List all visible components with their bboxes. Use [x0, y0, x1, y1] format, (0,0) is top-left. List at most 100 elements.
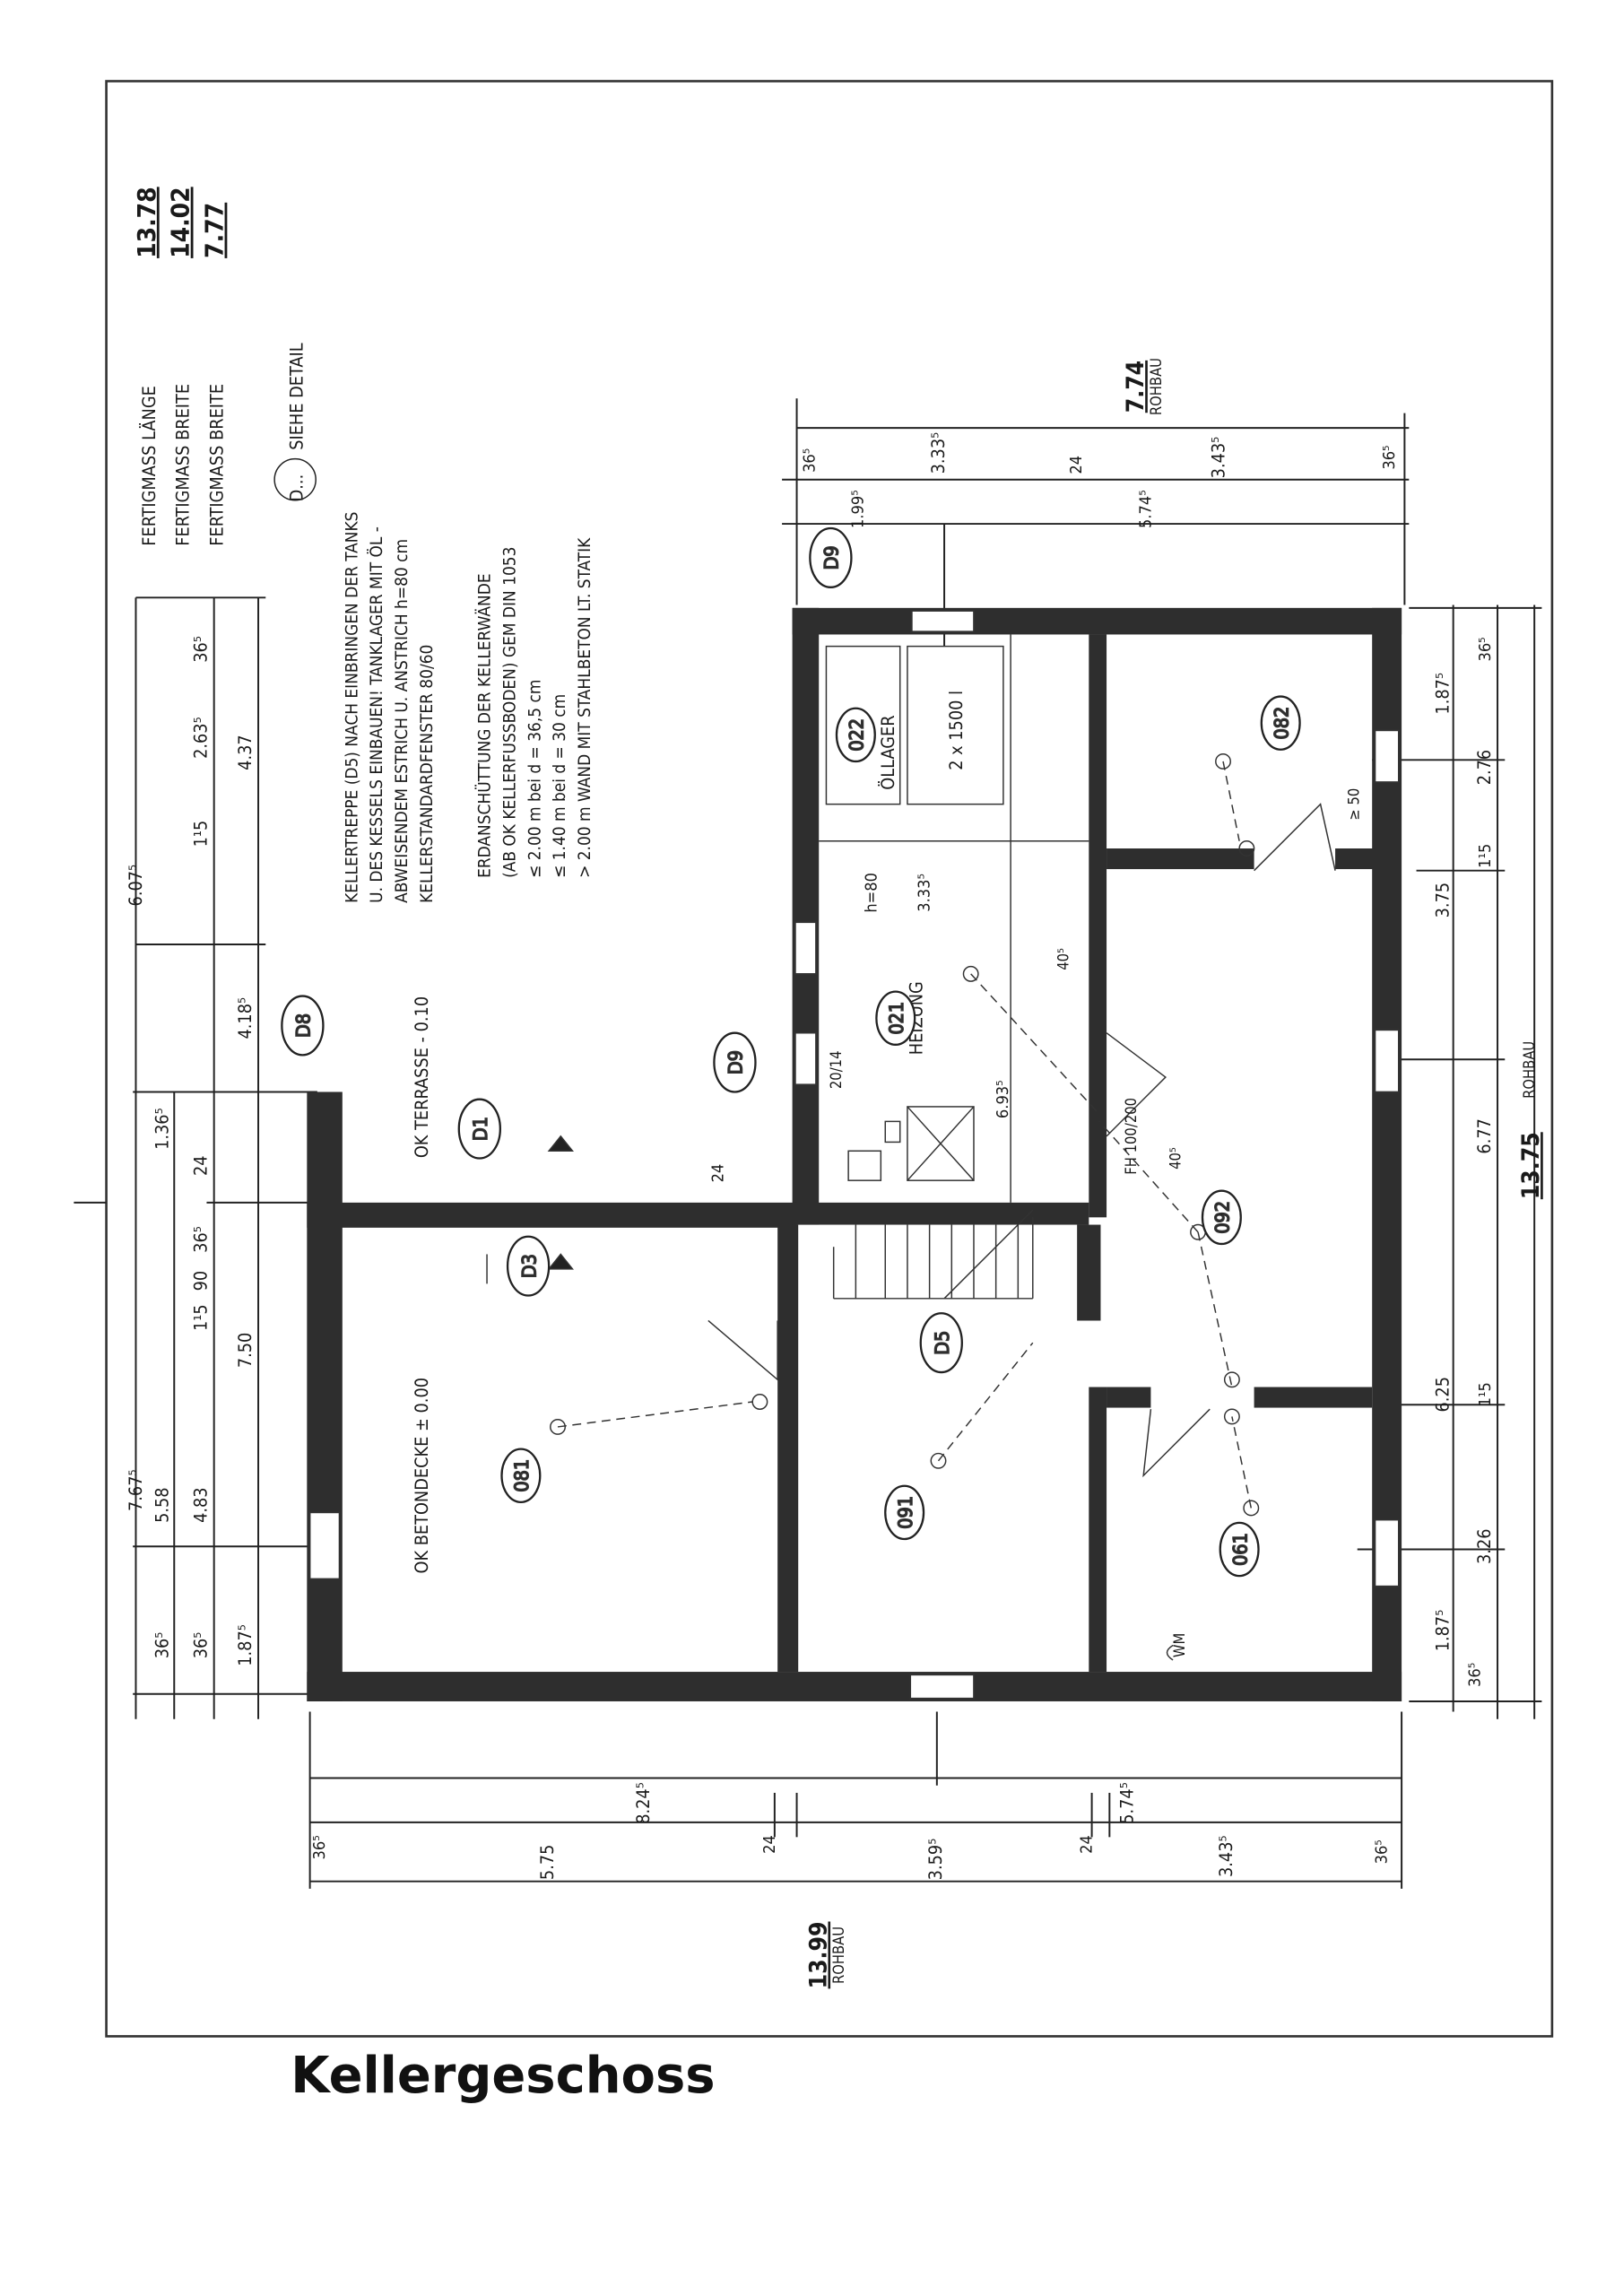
dim-right: 3.26: [1474, 1528, 1495, 1564]
dim-top: 1.99⁵: [849, 490, 868, 528]
detail-label: SIEHE DETAIL: [286, 343, 307, 450]
dim-right: 3.75: [1433, 883, 1454, 918]
dim-right: 1.87⁵: [1433, 673, 1454, 715]
room-022-tanks: 2 x 1500 l: [946, 691, 967, 770]
room-081-id-circle: [500, 1448, 542, 1504]
detail-d1-circle: [457, 1098, 502, 1160]
dim-right: 6.25: [1433, 1377, 1454, 1413]
detail-d3-circle: [506, 1235, 551, 1297]
rohbau-bottom-label: ROHBAU: [830, 1926, 847, 1984]
dim-left: 36⁵: [152, 1632, 173, 1659]
room-022-dim: 3.33⁵: [916, 874, 934, 912]
note-erdanschuettung-line: ERDANSCHÜTTUNG DER KELLERWÄNDE: [473, 573, 494, 877]
door-swing: [707, 1319, 778, 1381]
note-erdanschuettung-line: ≤ 1.40 m bei d = 30 cm: [550, 694, 569, 878]
dim-bottom: 36⁵: [1373, 1839, 1392, 1864]
fh-label: FH 100/200: [1123, 1098, 1140, 1175]
door-swing: [1142, 1408, 1211, 1478]
fertigmass-breite2-label: FERTIGMASS BREITE: [207, 384, 228, 546]
dim-left: 4.83: [190, 1487, 211, 1523]
fertigmass-breite-label: FERTIGMASS BREITE: [173, 384, 194, 546]
wm-label: WM: [1171, 1633, 1188, 1657]
dim-left: 7.50: [235, 1333, 256, 1369]
level-betondecke: OK BETONDECKE ± 0.00: [412, 1378, 432, 1574]
dim-top: 5.74⁵: [1136, 490, 1155, 528]
dim-bottom: 36⁵: [310, 1835, 329, 1859]
dim-right: 2.76: [1474, 750, 1495, 786]
room-021-vent: 20/14: [828, 1050, 845, 1089]
sheet-frame: [105, 80, 1554, 2038]
room-082-id: 082: [1271, 707, 1293, 740]
detail-d1: D1: [470, 1117, 492, 1141]
dim-right: 36⁵: [1465, 1663, 1484, 1687]
dim-left: 36⁵: [190, 1226, 211, 1253]
room-082-id-circle: [1260, 695, 1301, 751]
fertigmass-breite-value: 14.02: [166, 187, 195, 258]
detail-d9-circle: [713, 1031, 757, 1093]
tank: [825, 645, 901, 805]
room-091-id: 091: [895, 1496, 917, 1529]
note-kellertreppe-line: U. DES KESSELS EINBAUEN! TANKLAGER MIT Ö…: [366, 526, 386, 903]
room-021-dim: 6.93⁵: [994, 1080, 1012, 1118]
note-kellertreppe-line: KELLERTREPPE (D5) NACH EINBRINGEN DER TA…: [342, 512, 361, 903]
min50-label: ≥ 50: [1345, 788, 1362, 821]
dim-left: 6.07⁵: [126, 865, 146, 907]
dim-left: 90: [190, 1271, 211, 1292]
room-092-id-circle: [1201, 1189, 1242, 1246]
note-erdanschuettung-line: > 2.00 m WAND MIT STAHLBETON LT. STATIK: [575, 537, 595, 878]
room-022-height: h=80: [862, 873, 881, 913]
dim-left: 2.63⁵: [190, 717, 211, 759]
dim-bottom: 24: [1078, 1835, 1097, 1854]
room-061-id: 061: [1229, 1533, 1252, 1566]
dim-right: 1¹5: [1476, 844, 1495, 868]
rohbau-right-value: 13.75: [1518, 1132, 1545, 1199]
dimension-lines: [74, 398, 1542, 1889]
dim-right: 6.77: [1474, 1118, 1495, 1154]
dim-right: 1.87⁵: [1433, 1610, 1454, 1652]
dim-left: 36⁵: [190, 1632, 211, 1659]
room-021-id: 021: [886, 1002, 908, 1035]
room-081-id: 081: [511, 1459, 534, 1492]
room-092-id: 092: [1212, 1201, 1235, 1234]
dim-left: 4.18⁵: [235, 997, 256, 1039]
detail-symbol: D...: [286, 474, 307, 502]
detail-d3: D3: [518, 1254, 541, 1278]
note-kellertreppe-line: KELLERSTANDARDFENSTER 80/60: [417, 645, 437, 903]
detail-d8-circle: [281, 995, 325, 1057]
floor-title: Kellergeschoss: [291, 2047, 715, 2105]
dim-bottom: 8.24⁵: [633, 1782, 654, 1824]
door-swing: [1254, 803, 1336, 872]
dim-top: 24: [1067, 456, 1086, 474]
dim-top: 36⁵: [800, 448, 819, 473]
dim-left: 7.67⁵: [126, 1469, 146, 1511]
dim-left: 1.87⁵: [235, 1624, 256, 1666]
dim-bottom: 5.75: [537, 1845, 558, 1881]
detail-d8: D8: [293, 1013, 316, 1038]
dim-bottom: 3.43⁵: [1216, 1835, 1237, 1877]
windows: [308, 610, 1400, 1700]
fertigmass-breite2-value: 7.77: [200, 203, 230, 258]
dim-top: 36⁵: [1380, 445, 1399, 469]
room-022-name: ÖLLAGER: [878, 715, 898, 789]
room-022-id-circle: [835, 707, 876, 763]
dim-top: 3.43⁵: [1209, 437, 1229, 479]
dim-left: 24: [190, 1155, 211, 1176]
door-swing: [1106, 1032, 1167, 1137]
note-erdanschuettung-line: (AB OK KELLERFUSSBODEN) GEM DIN 1053: [499, 547, 519, 878]
room-021-name: HEIZUNG: [906, 981, 926, 1055]
fertigmass-laenge-label: FERTIGMASS LÄNGE: [139, 386, 160, 546]
dim-left: 36⁵: [190, 636, 211, 663]
dim-bottom: 3.59⁵: [925, 1839, 946, 1881]
tank: [907, 645, 1004, 805]
dim-bottom: 5.74⁵: [1117, 1782, 1138, 1824]
detail-d9-circle: [809, 526, 853, 588]
dim-left: 1.36⁵: [152, 1108, 173, 1150]
rohbau-bottom-value: 13.99: [805, 1922, 832, 1989]
rohbau-right-label: ROHBAU: [1521, 1041, 1538, 1099]
dim-left: 1¹5: [190, 1304, 211, 1331]
dim-top: 3.33⁵: [928, 432, 949, 474]
detail-d9: D9: [725, 1050, 748, 1074]
note-kellertreppe-line: ABWEISENDEM ESTRICH U. ANSTRICH h=80 cm: [392, 539, 412, 903]
